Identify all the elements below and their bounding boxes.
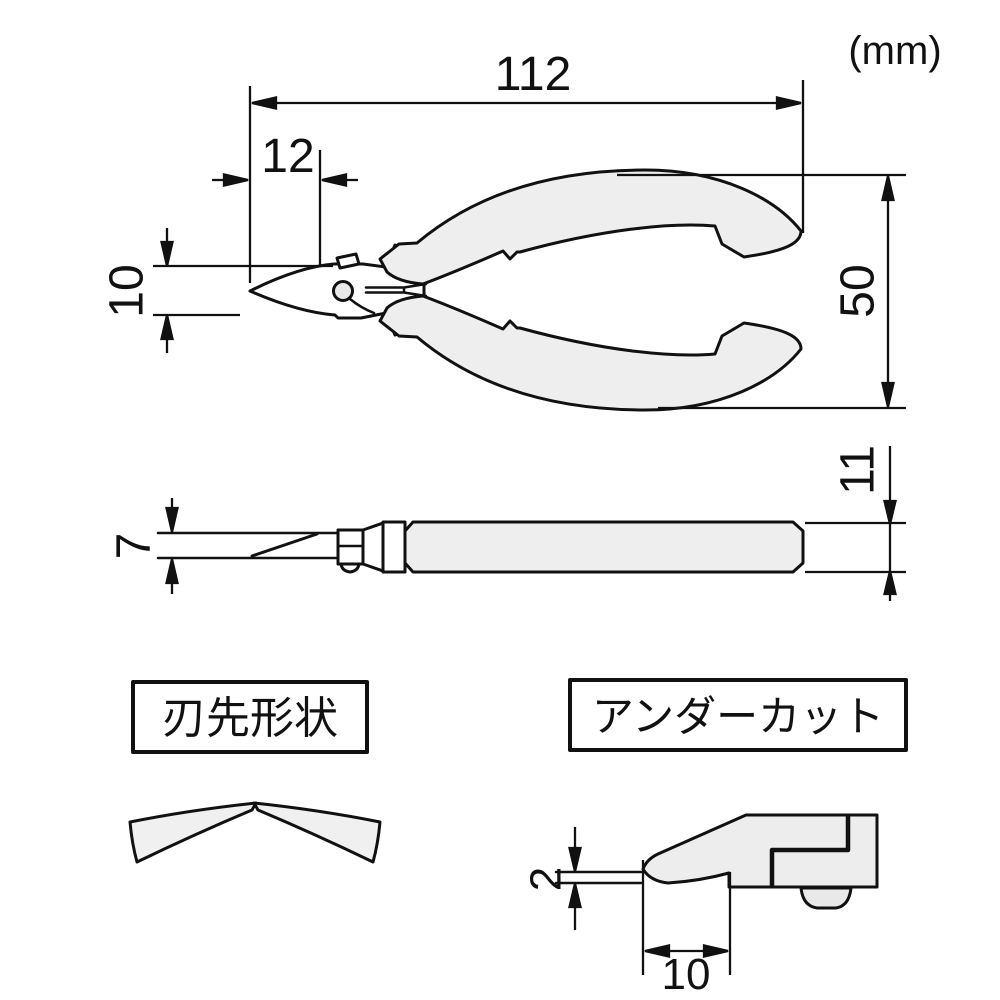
- dim-undercut-length-text: 10: [662, 950, 711, 999]
- pivot-circle: [332, 280, 354, 302]
- arrowhead: [883, 570, 897, 596]
- arrowhead: [321, 173, 348, 187]
- upper-handle: [378, 168, 803, 286]
- arrowhead: [881, 175, 895, 202]
- blade-shape-panel: [128, 680, 382, 864]
- dim-overall-length-text: 112: [495, 48, 572, 101]
- joint-rivet-bump: [339, 562, 361, 574]
- arrowhead: [883, 499, 897, 525]
- arrowhead: [251, 96, 278, 110]
- undercut-label-box: [568, 678, 908, 752]
- dim-handle-thickness-text: 11: [832, 445, 885, 495]
- unit-label: (mm): [848, 29, 941, 73]
- undercut-notch-line: [769, 814, 851, 889]
- top-view-drawing: [248, 168, 803, 412]
- undercut-blade-body: [641, 813, 879, 889]
- arrowhead: [775, 96, 802, 110]
- blade-shape-label-box: [131, 680, 369, 754]
- dim-undercut-height-text: 2: [522, 867, 571, 891]
- blade-shape-right-wing: [252, 801, 382, 864]
- undercut-panel: [554, 678, 908, 910]
- arrowhead: [881, 381, 895, 408]
- ferrule-taper: [361, 521, 385, 573]
- ferrule-band: [381, 520, 407, 574]
- dim-jaw-length-text: 12: [261, 130, 314, 183]
- dim-jaw-height-text: 10: [101, 264, 154, 317]
- arrowhead: [222, 173, 249, 187]
- dim-handle-open-width-text: 50: [832, 264, 885, 317]
- lower-handle: [378, 294, 803, 412]
- undercut-screw-bump: [799, 886, 853, 910]
- arrowhead: [702, 944, 729, 958]
- blade-shape-label: 刃先形状: [162, 694, 338, 743]
- undercut-label: アンダーカット: [592, 693, 884, 740]
- arrowhead: [160, 240, 174, 267]
- blade-shape-left-wing: [128, 801, 258, 864]
- side-handle: [403, 520, 805, 574]
- arrowhead: [160, 314, 174, 341]
- arrowhead: [165, 506, 179, 533]
- dim-blade-thickness-text: 7: [108, 533, 161, 560]
- arrowhead: [568, 846, 582, 872]
- arrowhead: [568, 883, 582, 909]
- blade-bevel-line: [250, 532, 319, 558]
- side-view-dimensions: [165, 446, 906, 601]
- top-view-dimensions: [153, 80, 906, 410]
- joint-slot-lines: [364, 282, 428, 298]
- side-view-drawing: [156, 520, 805, 574]
- jaw-stop-block: [335, 252, 361, 270]
- pivot-to-arm-curve: [348, 297, 376, 315]
- arrowhead: [165, 558, 179, 585]
- arrowhead: [644, 944, 671, 958]
- undercut-dimensions: [568, 827, 732, 975]
